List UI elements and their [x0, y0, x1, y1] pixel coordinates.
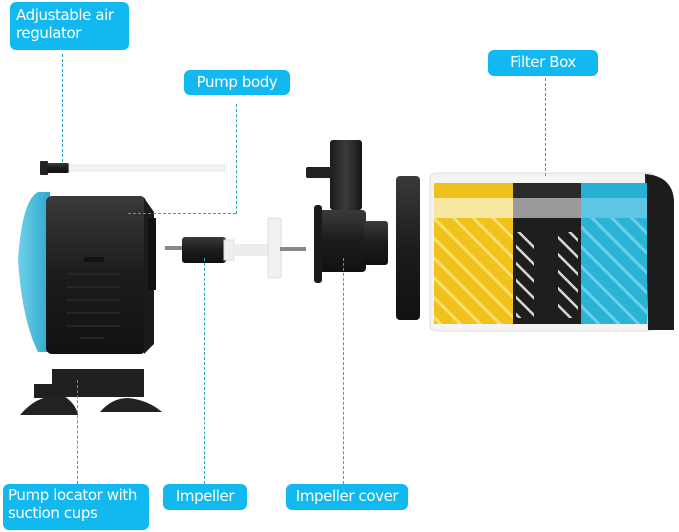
label-pump-body: Pump body	[184, 70, 290, 95]
leader-impeller	[204, 258, 205, 484]
label-impeller-text: Impeller	[175, 487, 235, 505]
label-pump-locator-line2: suction cups	[8, 504, 98, 522]
label-air-regulator-line2: regulator	[16, 24, 82, 42]
label-filter-box: Filter Box	[488, 50, 598, 76]
label-pump-locator: Pump locator with suction cups	[3, 484, 149, 530]
label-filter-box-text: Filter Box	[510, 53, 576, 71]
label-adjustable-air-regulator: Adjustable air regulator	[10, 2, 129, 50]
leader-pump-locator	[77, 380, 78, 484]
label-impeller: Impeller	[163, 484, 247, 510]
air-regulator-part	[40, 161, 226, 175]
leader-pump-body-horizontal	[128, 213, 236, 214]
impeller-cover-part	[306, 140, 388, 283]
filter-box-part	[396, 172, 674, 332]
leader-filter-box	[545, 78, 546, 176]
pump-locator-part	[20, 369, 162, 415]
label-impeller-cover: Impeller cover	[286, 484, 408, 510]
label-pump-locator-line1: Pump locator with	[8, 486, 137, 504]
pump-body-part	[18, 192, 156, 354]
leader-pump-body-vertical	[236, 104, 237, 214]
impeller-part	[165, 217, 306, 279]
label-pump-body-text: Pump body	[196, 73, 278, 91]
leader-air-regulator	[62, 54, 63, 162]
label-air-regulator-line1: Adjustable air	[16, 6, 114, 24]
label-impeller-cover-text: Impeller cover	[295, 487, 399, 505]
leader-impeller-cover	[343, 258, 344, 484]
